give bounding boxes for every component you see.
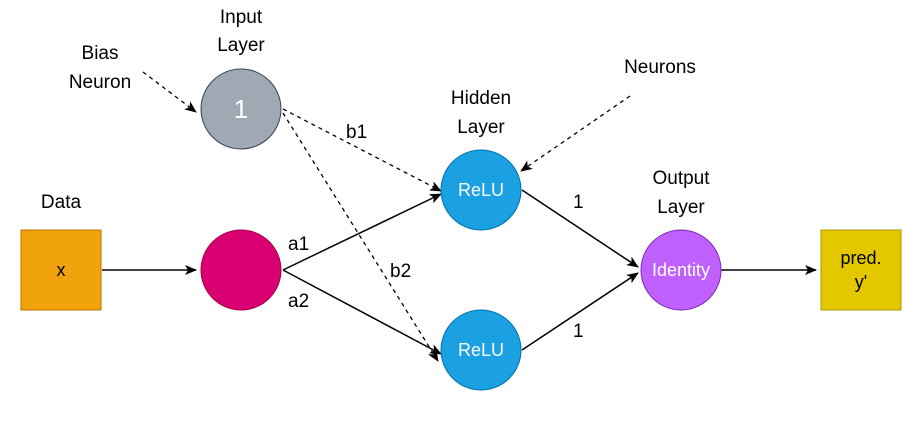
neurons-pointer xyxy=(520,95,631,172)
output-neuron-label: Identity xyxy=(652,260,710,280)
output-layer-label-line1: Output xyxy=(652,168,710,189)
bias-edge-to-hidden-top xyxy=(282,108,442,192)
hidden-neuron-top xyxy=(440,149,522,231)
hidden-neuron-top-label: ReLU xyxy=(458,180,504,200)
neurons-label: Neurons xyxy=(624,57,696,78)
hidden-neuron-bottom xyxy=(440,309,522,391)
input-neuron xyxy=(200,229,282,311)
edge-hidden-top-to-output xyxy=(521,189,639,268)
input-layer-label-line1: Input xyxy=(220,7,263,28)
output-neuron xyxy=(640,229,722,311)
prediction-box xyxy=(820,229,902,311)
edge-label-a2: a2 xyxy=(288,291,309,312)
edge-input-to-hidden-top xyxy=(282,193,442,271)
bias-neuron-label-line1: Bias xyxy=(82,43,119,64)
prediction-label-line2: y' xyxy=(855,272,867,292)
input-layer-label-line2: Layer xyxy=(217,35,265,56)
hidden-neuron-bottom-label: ReLU xyxy=(458,340,504,360)
edge-label-b1: b1 xyxy=(346,122,367,143)
bias-neuron-pointer xyxy=(142,71,197,113)
hidden-layer-label-line2: Layer xyxy=(457,117,505,138)
edge-label-weight-bottom: 1 xyxy=(573,321,584,342)
edge-hidden-bottom-to-output xyxy=(521,272,639,351)
data-box xyxy=(20,229,102,311)
edge-label-a1: a1 xyxy=(288,234,309,255)
bias-neuron xyxy=(200,68,282,150)
bias-neuron-label-line2: Neuron xyxy=(69,72,131,93)
edge-label-weight-top: 1 xyxy=(573,192,584,213)
edge-input-to-hidden-bottom xyxy=(282,269,442,355)
prediction-label-line1: pred. xyxy=(840,248,881,268)
edge-label-b2: b2 xyxy=(390,261,411,282)
data-label: Data xyxy=(41,192,82,213)
bias-edge-to-hidden-bottom xyxy=(282,112,439,362)
data-box-label: x xyxy=(57,260,66,280)
bias-neuron-value: 1 xyxy=(234,94,248,124)
output-layer-label-line2: Layer xyxy=(657,197,705,218)
hidden-layer-label-line1: Hidden xyxy=(451,88,511,109)
